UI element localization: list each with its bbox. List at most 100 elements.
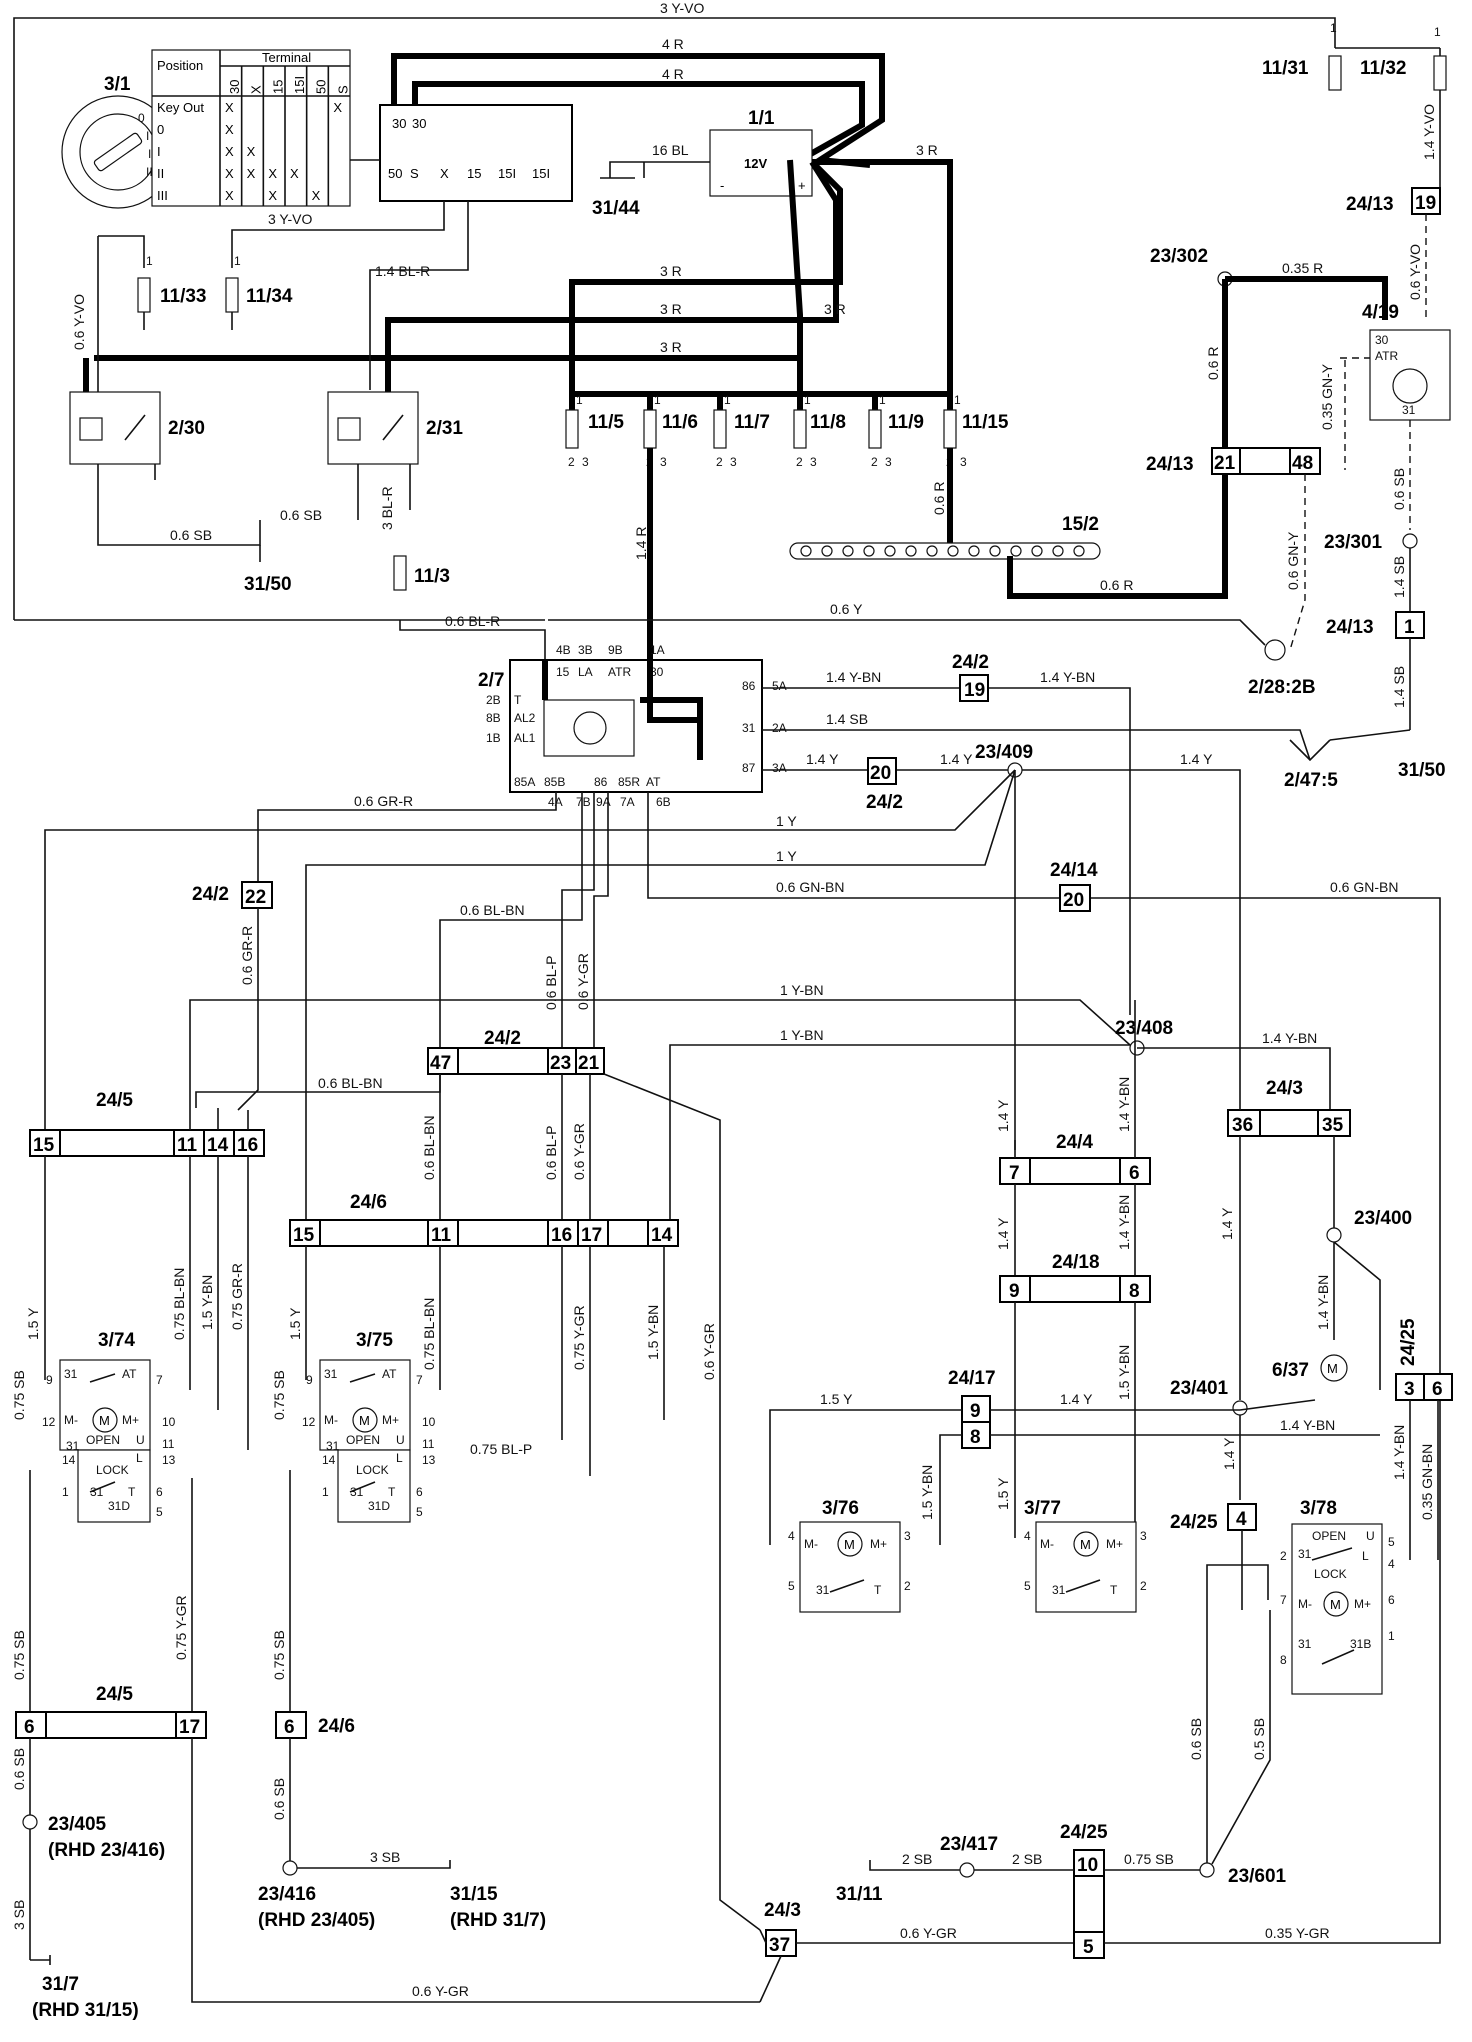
connector-pin	[1227, 1109, 1261, 1137]
module-terminal-label: 86	[594, 775, 608, 789]
motor-icon	[92, 1407, 118, 1433]
component-31-11: 31/11	[836, 1884, 883, 1905]
module-terminal-label: 86	[742, 679, 756, 693]
component-24-5-top: 24/5	[96, 1090, 133, 1111]
component-23-601: 23/601	[1228, 1866, 1287, 1887]
component-31-15: 31/15	[450, 1884, 498, 1905]
motor-symbol: M	[1080, 1537, 1091, 1552]
connector-pin	[427, 1047, 459, 1075]
pin: 30	[1375, 333, 1389, 347]
pin-number: 7	[156, 1373, 163, 1387]
connector-pin	[1073, 1931, 1105, 1959]
wire-label: 1 Y	[776, 848, 797, 864]
component-24-2-a: 24/2	[952, 652, 989, 673]
wire-label: 1.4 Y	[1180, 751, 1213, 767]
terminal-label: L	[136, 1451, 143, 1465]
connector-24-25-10: 10	[1077, 1855, 1098, 1876]
wire-label: 0.6 GR-R	[354, 793, 413, 809]
terminal-30a: 30	[392, 116, 406, 131]
wire-label: 0.75 Y-GR	[173, 1595, 189, 1660]
module-pin-label: 2A	[772, 721, 787, 735]
connector-pin	[275, 1711, 307, 1739]
table-column-header: 30	[227, 80, 242, 94]
terminal-label: OPEN	[86, 1433, 120, 1447]
connector-24-25-4: 4	[1236, 1509, 1247, 1530]
connector-24-3-35: 35	[1322, 1115, 1344, 1136]
busbar-hole	[1052, 545, 1064, 557]
motor-symbol: M	[99, 1413, 110, 1428]
connector-24-2-47: 47	[430, 1053, 451, 1074]
terminal-label: 31D	[368, 1499, 390, 1513]
motor-icon	[352, 1407, 378, 1433]
wire-label: 1.4 Y	[995, 1217, 1011, 1250]
connector-24-2-21: 21	[578, 1053, 600, 1074]
pin-number: 11	[162, 1437, 175, 1451]
component-24-17: 24/17	[948, 1368, 996, 1389]
wire-label: 0.6 Y-GR	[900, 1925, 957, 1941]
module-pin-label: 3B	[578, 643, 593, 657]
table-cell-mark: X	[225, 188, 234, 203]
terminal-label: LOCK	[356, 1463, 389, 1477]
pin-number: 7	[1280, 1593, 1287, 1607]
component-11-31: 11/31	[1262, 58, 1309, 79]
wire-label: 0.75 BL-BN	[421, 1298, 437, 1370]
terminal-label: T	[874, 1583, 882, 1597]
wire-label: 2 SB	[1012, 1851, 1042, 1867]
pin-number: 2	[1280, 1549, 1287, 1563]
component-23-301: 23/301	[1324, 532, 1383, 553]
pin-number: 5	[1388, 1535, 1395, 1549]
connector-pin	[1289, 447, 1321, 475]
terminal-15i-b: 15I	[532, 166, 550, 181]
module-pin-label: 6B	[656, 795, 671, 809]
busbar-hole	[863, 545, 875, 557]
component-24-5-bottom: 24/5	[96, 1684, 133, 1705]
terminal-s: S	[410, 166, 419, 181]
terminal-x: X	[440, 166, 449, 181]
component-3-75: 3/75	[356, 1330, 393, 1351]
door-lock-switch-icon	[77, 1449, 151, 1523]
pin-number: 10	[162, 1415, 176, 1429]
wire-label: 0.6 GN-BN	[1330, 879, 1398, 895]
wire-label: 2 SB	[902, 1851, 932, 1867]
busbar-hole	[947, 545, 959, 557]
pin: 2	[716, 455, 723, 469]
pin: 1	[1434, 25, 1441, 39]
terminal-label: 31D	[108, 1499, 130, 1513]
pin: 3	[730, 455, 737, 469]
wire-label: 1.4 Y	[995, 1099, 1011, 1132]
wire-label: 1 Y-BN	[780, 1027, 824, 1043]
connector-24-6-17: 17	[581, 1225, 602, 1246]
fuse-icon	[793, 409, 807, 449]
wire-label: 1.5 Y-BN	[199, 1275, 215, 1330]
terminal-label: U	[396, 1433, 405, 1447]
wire-label: 1.4 Y-BN	[1040, 669, 1095, 685]
pin-number: 11	[422, 1437, 435, 1451]
terminal-label: M+	[870, 1537, 887, 1551]
module-terminal-label: 15	[556, 665, 570, 679]
connector-24-3-36: 36	[1232, 1115, 1253, 1136]
terminal-label: AT	[382, 1367, 397, 1381]
component-11-6: 11/6	[662, 412, 698, 433]
terminal-label: T	[128, 1485, 136, 1499]
terminal-label: 31	[64, 1367, 78, 1381]
table-terminal-header: Terminal	[262, 50, 311, 65]
busbar-hole	[842, 545, 854, 557]
wire-label: 1.5 Y	[820, 1391, 853, 1407]
wire-label: 0.6 BL-P	[543, 1126, 559, 1180]
component-24-2-b: 24/2	[866, 792, 903, 813]
pin-number: 3	[904, 1529, 911, 1543]
motor-6-37-icon	[1320, 1354, 1348, 1382]
wire-label: 4 R	[662, 66, 684, 82]
wire-label: 3 SB	[11, 1900, 27, 1930]
motor-symbol: M	[1330, 1597, 1341, 1612]
wire-label: 3 SB	[370, 1849, 400, 1865]
terminal-label: M+	[1354, 1597, 1371, 1611]
wire-label: 1.4 SB	[1391, 556, 1407, 598]
connector-pin	[867, 757, 897, 785]
component-23-405-rhd: (RHD 23/416)	[48, 1840, 165, 1861]
terminal-label: T	[1110, 1583, 1118, 1597]
pin-number: 12	[42, 1415, 56, 1429]
pin: 1	[1330, 21, 1337, 35]
wire-label: 1.4 Y-BN	[1391, 1425, 1407, 1480]
component-31-7: 31/7	[42, 1974, 79, 1995]
